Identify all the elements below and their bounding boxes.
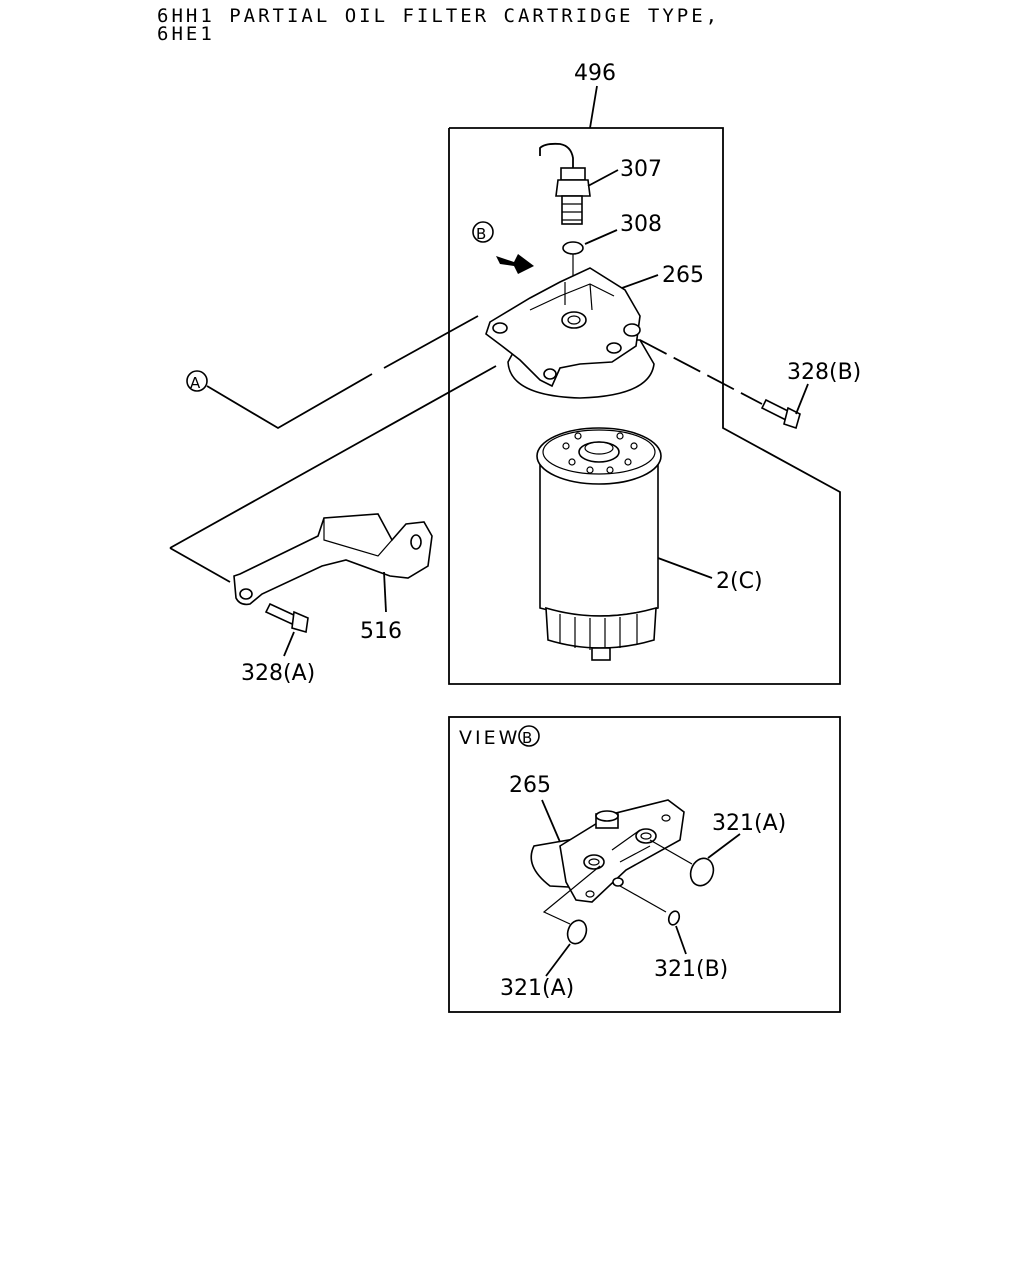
label-321a-upper: 321(A) bbox=[712, 811, 786, 836]
label-2c: 2(C) bbox=[716, 569, 763, 594]
bolt-328b: 328(B) bbox=[639, 339, 861, 430]
label-516: 516 bbox=[360, 619, 402, 644]
assembly-box-496: 496 bbox=[448, 61, 841, 685]
label-321a-lower: 321(A) bbox=[500, 976, 574, 1001]
label-307: 307 bbox=[620, 157, 662, 182]
diagram-title-line-2: 6HE1 bbox=[157, 23, 215, 45]
label-265-view-b: 265 bbox=[509, 773, 551, 798]
label-308: 308 bbox=[620, 212, 662, 237]
label-265: 265 bbox=[662, 263, 704, 288]
bolt-328a: 328(A) bbox=[241, 602, 315, 686]
label-496: 496 bbox=[574, 61, 616, 86]
filter-cartridge: 2(C) bbox=[536, 427, 763, 661]
ref-b-marker: B bbox=[476, 225, 486, 243]
label-328a: 328(A) bbox=[241, 661, 315, 686]
label-328b: 328(B) bbox=[787, 360, 861, 385]
view-b-ref: B bbox=[522, 729, 532, 747]
filter-head-265: 265 bbox=[485, 263, 704, 399]
label-321b: 321(B) bbox=[654, 957, 728, 982]
view-b-title: VIEW bbox=[459, 727, 520, 749]
diagram-title-line-1: 6HH1 PARTIAL OIL FILTER CARTRIDGE TYPE, bbox=[157, 5, 721, 27]
arrow-icon bbox=[496, 254, 534, 274]
ref-a-marker: A bbox=[190, 374, 201, 392]
view-b-box: VIEW B 265 321(A) 321(A) 321(B) bbox=[448, 716, 841, 1013]
oil-pressure-sensor: 307 bbox=[539, 142, 662, 225]
view-b-arrow: B bbox=[472, 221, 534, 274]
ref-a-leader: A bbox=[186, 315, 479, 430]
bracket-516: 516 bbox=[169, 365, 497, 644]
